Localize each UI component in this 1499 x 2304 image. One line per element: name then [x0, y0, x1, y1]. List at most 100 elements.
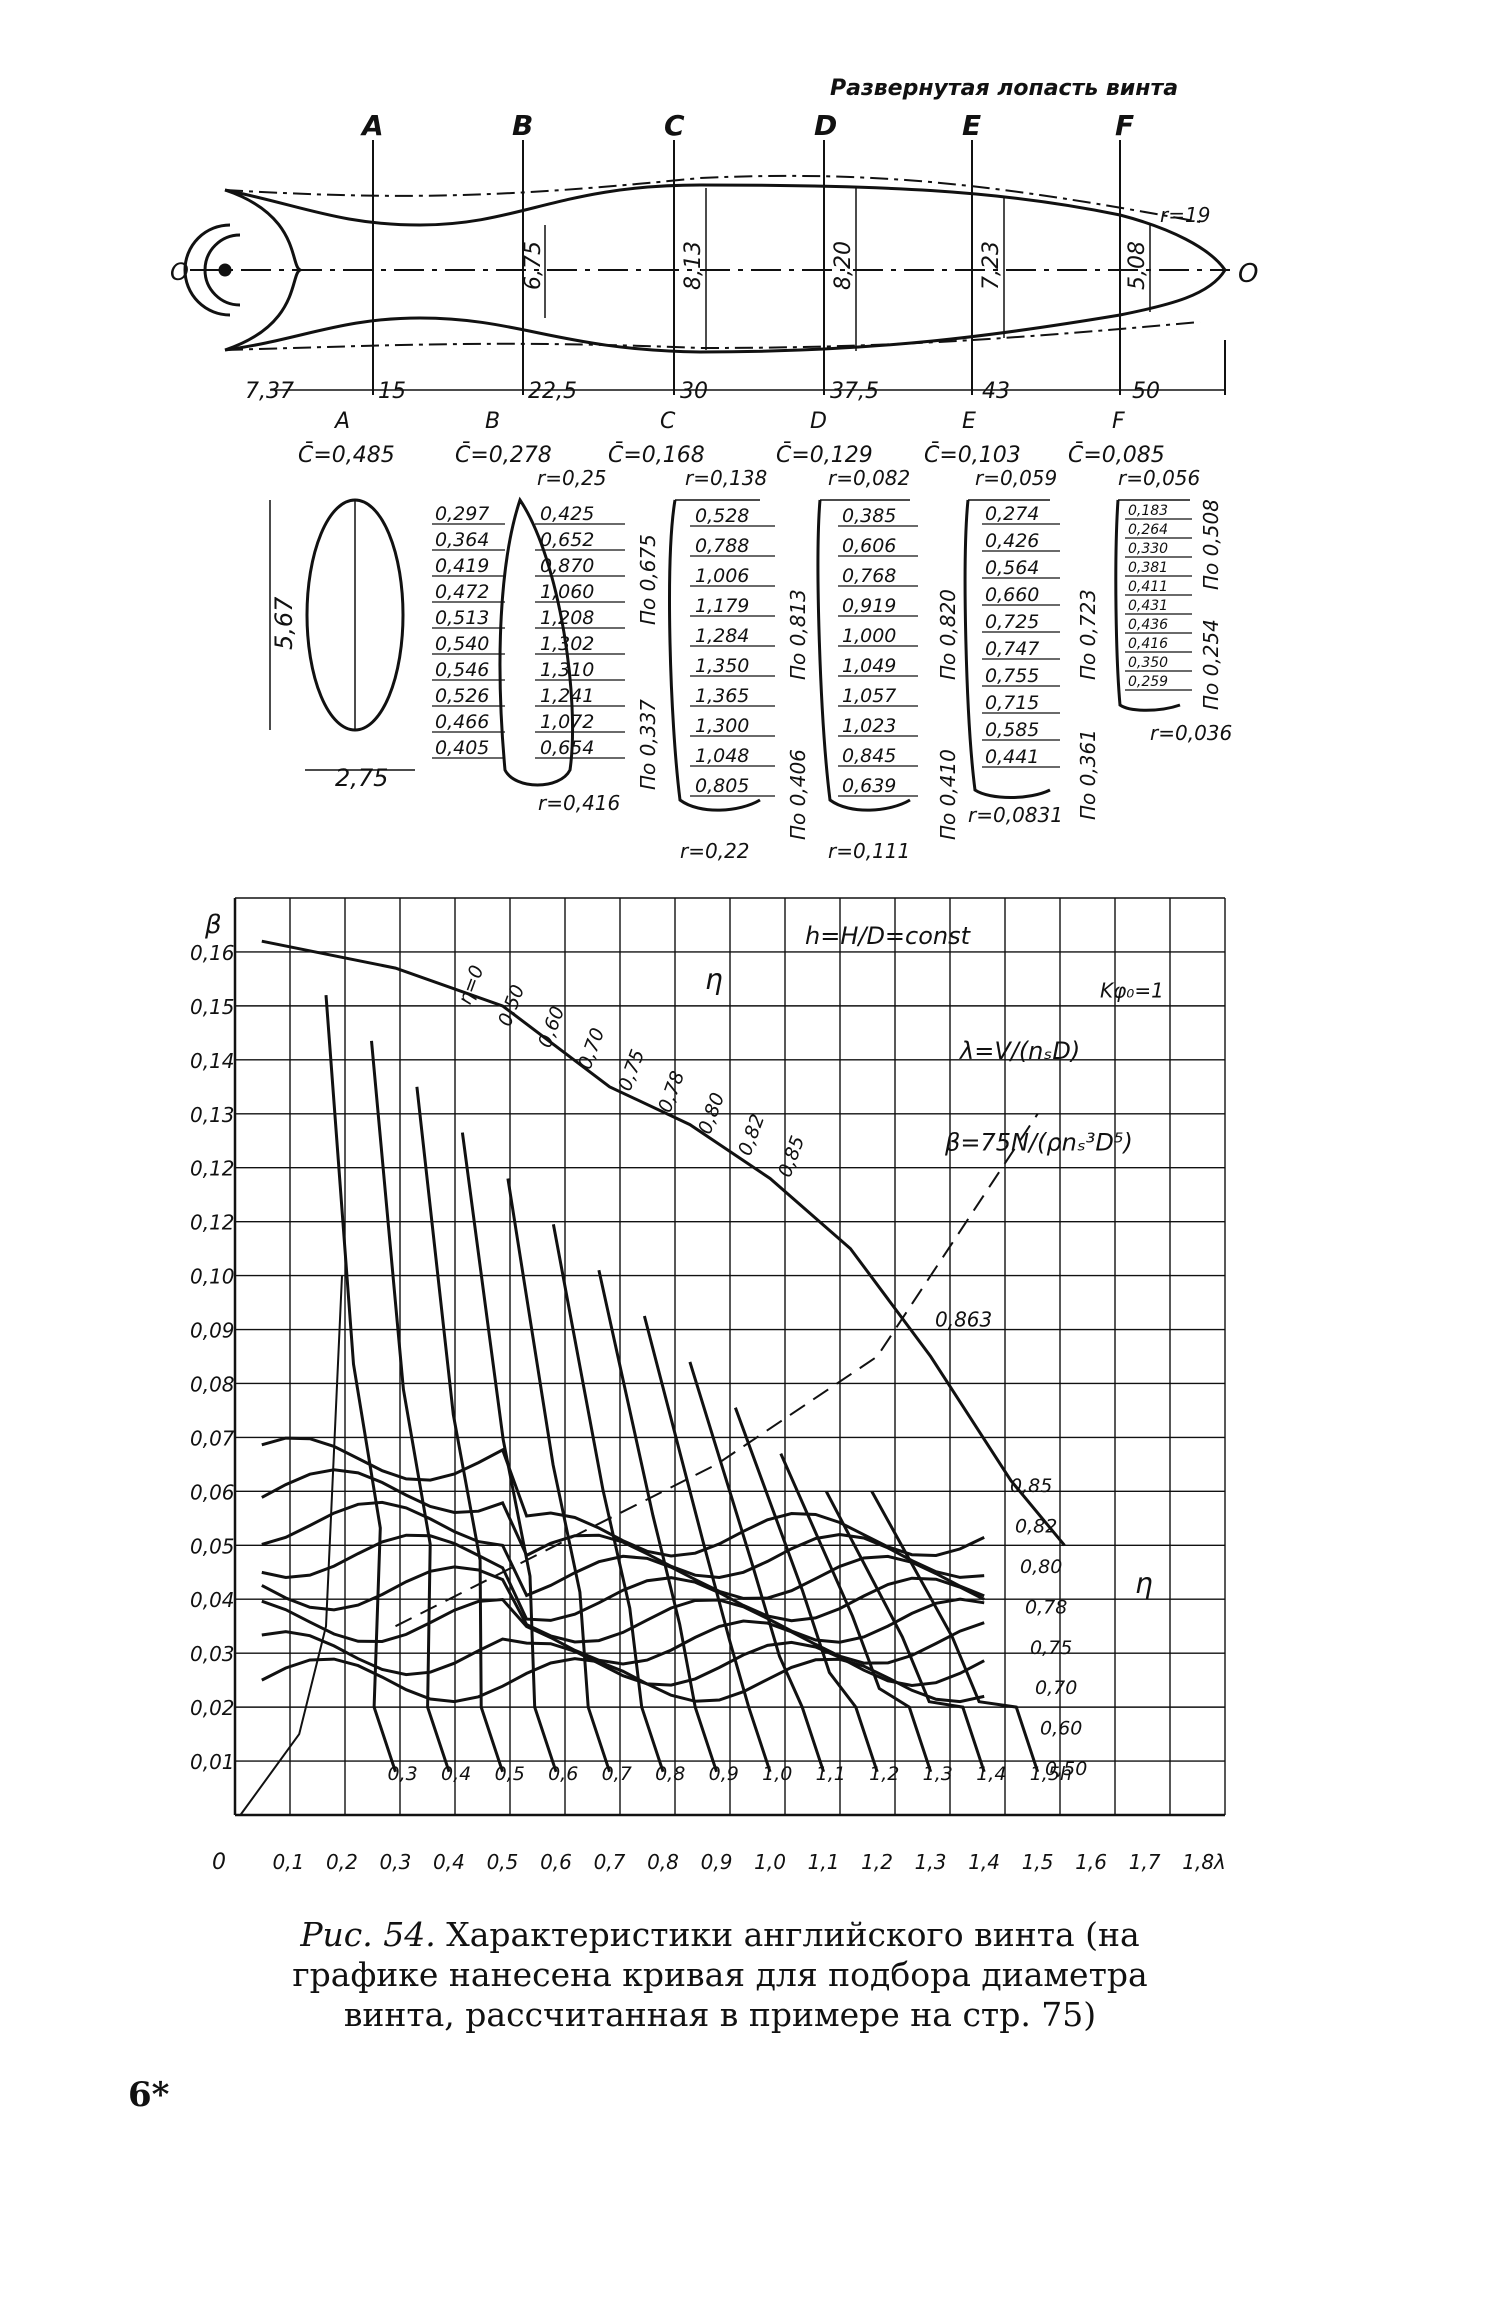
section-e-value: 0,426 [985, 530, 1039, 552]
section-c: r=0,138 0,5280,7881,0061,1791,2841,3501,… [668, 466, 810, 863]
section-c-value: 1,300 [695, 715, 749, 737]
axis-left-label: O [170, 258, 189, 286]
y-tick: 0,15 [190, 995, 235, 1019]
svg-text:r=0,25: r=0,25 [537, 466, 607, 490]
y-tick: 0,07 [190, 1426, 235, 1450]
h-curve [779, 1452, 933, 1773]
section-b-right-value: 0,425 [540, 503, 594, 525]
eta-top-label: 0,78 [654, 1068, 689, 1115]
section-b-left-value: 0,466 [435, 711, 489, 733]
eta-right-label: 0,80 [1020, 1556, 1062, 1578]
spacing-labels: 7,37 15 22,5 30 37,5 43 50 [245, 379, 1160, 404]
c-bar-labels: C̄=0,485 C̄=0,278 C̄=0,168 C̄=0,129 C̄=0… [298, 442, 1165, 468]
chord-label: 5,08 [1125, 241, 1150, 290]
x-tick: 1,2 [861, 1850, 893, 1874]
spacing-label: 7,37 [245, 379, 294, 404]
svg-text:По 0,410: По 0,410 [936, 749, 960, 840]
section-c-value: 1,350 [695, 655, 749, 677]
spacing-label: 50 [1132, 379, 1160, 404]
section-f-value: 0,264 [1128, 522, 1168, 538]
svg-text:r=0,056: r=0,056 [1118, 466, 1200, 490]
h-curve [506, 1178, 612, 1773]
section-f-value: 0,330 [1128, 541, 1168, 557]
y-tick: 0,01 [190, 1750, 235, 1774]
section-f-value: 0,259 [1128, 674, 1168, 690]
h-curve [688, 1361, 826, 1773]
section-e-value: 0,564 [985, 557, 1039, 579]
section-d-value: 0,845 [842, 745, 896, 767]
station-letter: E [962, 109, 981, 142]
section-b: r=0,25 0,2970,3640,4190,4720,5130,5400,5… [432, 466, 660, 815]
chord-label: 8,20 [831, 241, 856, 290]
eta-contour [261, 1630, 985, 1688]
section-c-value: 0,805 [695, 775, 749, 797]
blade-title: Развернутая лопасть винта [830, 76, 1178, 101]
c-bar: C̄=0,103 [924, 442, 1021, 468]
h-curve [733, 1407, 879, 1773]
svg-text:r=0,138: r=0,138 [685, 466, 767, 490]
eta-contour [261, 1533, 985, 1623]
h-tick: 1,3 [923, 1763, 953, 1785]
section-c-value: 1,284 [695, 625, 749, 647]
section-f-value: 0,381 [1128, 560, 1168, 576]
y-tick: 0,08 [190, 1372, 235, 1396]
section-f-value: 0,350 [1128, 655, 1168, 671]
y-tick: 0,05 [190, 1534, 235, 1558]
eta-right-label: 0,50 [1045, 1758, 1087, 1780]
section-b-left-value: 0,546 [435, 659, 489, 681]
section-b-left-value: 0,405 [435, 737, 489, 759]
station-letter: F [1112, 409, 1125, 434]
section-f-value: 0,436 [1128, 617, 1168, 633]
y-tick: 0,10 [190, 1265, 235, 1289]
section-b-left-value: 0,472 [435, 581, 489, 603]
section-f-value: 0,431 [1128, 598, 1168, 614]
x-tick: 1,8λ [1182, 1850, 1226, 1874]
axis-right-label: O [1238, 259, 1258, 289]
y-axis-label: β [204, 910, 222, 940]
eta-right-label: 0,75 [1030, 1637, 1072, 1659]
station-letter: D [814, 109, 837, 142]
section-a-width: 2,75 [335, 764, 388, 792]
eta-right-label: 0,60 [1040, 1718, 1082, 1740]
station-letters-top: A B C D E F [360, 109, 1134, 142]
x-tick: 0,8 [647, 1850, 679, 1874]
station-letter: A [360, 109, 384, 142]
y-tick: 0,06 [190, 1480, 235, 1504]
c-bar: C̄=0,129 [776, 442, 873, 468]
x-tick: 1,1 [808, 1850, 840, 1874]
chord-label: 8,13 [681, 241, 706, 290]
low-lambda-curve [239, 1275, 343, 1816]
figure-caption-text: Характеристики английского винта (на гра… [292, 1915, 1148, 2034]
station-letter: E [962, 409, 976, 434]
section-d-value: 1,049 [842, 655, 896, 677]
h-tick: 0,8 [655, 1763, 685, 1785]
legend-h: h=H/D=const [805, 922, 972, 950]
eta-contour [261, 1436, 985, 1558]
svg-text:По 0,820: По 0,820 [936, 589, 960, 680]
section-f-value: 0,416 [1128, 636, 1168, 652]
y-tick: 0,12 [190, 1157, 235, 1181]
blade-dashdot-outline [190, 174, 1230, 351]
section-b-right-value: 1,060 [540, 581, 594, 603]
x-tick: 1,5 [1022, 1850, 1054, 1874]
section-f-value: 0,411 [1128, 579, 1168, 595]
section-c-value: 0,528 [695, 505, 749, 527]
figure-number: Рис. 54. [300, 1915, 436, 1954]
y-tick: 0,04 [190, 1588, 235, 1612]
x-tick: 1,6 [1075, 1850, 1107, 1874]
section-b-left-value: 0,540 [435, 633, 489, 655]
x-tick: 0,9 [701, 1850, 733, 1874]
svg-text:r=0,0831: r=0,0831 [968, 803, 1063, 827]
section-b-left-value: 0,513 [435, 607, 489, 629]
station-letter: D [810, 409, 827, 434]
section-e-value: 0,715 [985, 692, 1039, 714]
eta-right-label: 0,82 [1015, 1515, 1057, 1537]
x-tick: 1,3 [915, 1850, 947, 1874]
section-c-value: 1,048 [695, 745, 749, 767]
h-curve [324, 994, 397, 1773]
beta-formula: β=75N/(ρnₛ³D⁵) [944, 1129, 1133, 1157]
tip-radius: r=19 [1160, 203, 1210, 227]
h-curve [870, 1490, 1040, 1773]
eta-right-label: 0,85 [1010, 1475, 1052, 1497]
section-d-value: 0,639 [842, 775, 896, 797]
